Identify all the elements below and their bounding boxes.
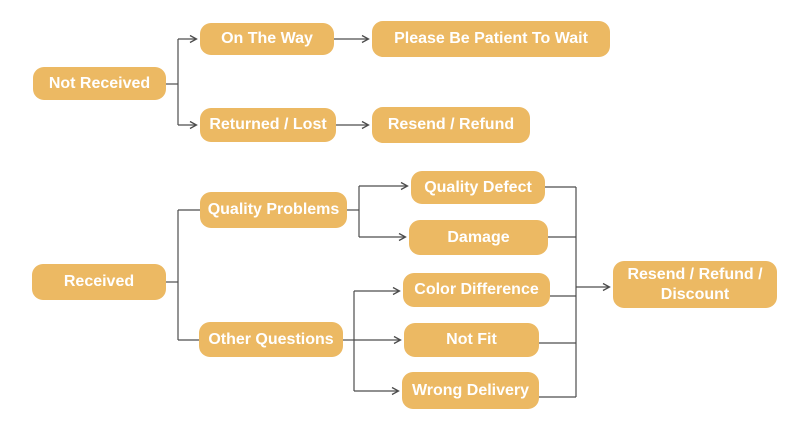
node-resend-refund: Resend / Refund [372,107,530,143]
node-quality-problems: Quality Problems [200,192,347,228]
edge-group-other-questions [343,286,402,396]
node-wrong-delivery: Wrong Delivery [402,372,539,409]
node-not-fit: Not Fit [404,323,539,357]
node-received: Received [32,264,166,300]
node-on-the-way: On The Way [200,23,334,55]
edge-group-collector [539,186,611,398]
node-returned-lost: Returned / Lost [200,108,336,142]
node-damage: Damage [409,220,548,255]
edge-group-received [166,209,201,341]
node-other-questions: Other Questions [199,322,343,357]
node-resend-refund-discount: Resend / Refund / Discount [613,261,777,308]
node-not-received: Not Received [33,67,166,100]
edge-group-not-received [166,34,370,130]
node-color-difference: Color Difference [403,273,550,307]
node-quality-defect: Quality Defect [411,171,545,204]
node-please-be-patient-to-wait: Please Be Patient To Wait [372,21,610,57]
edge-group-quality-problems [347,181,409,242]
